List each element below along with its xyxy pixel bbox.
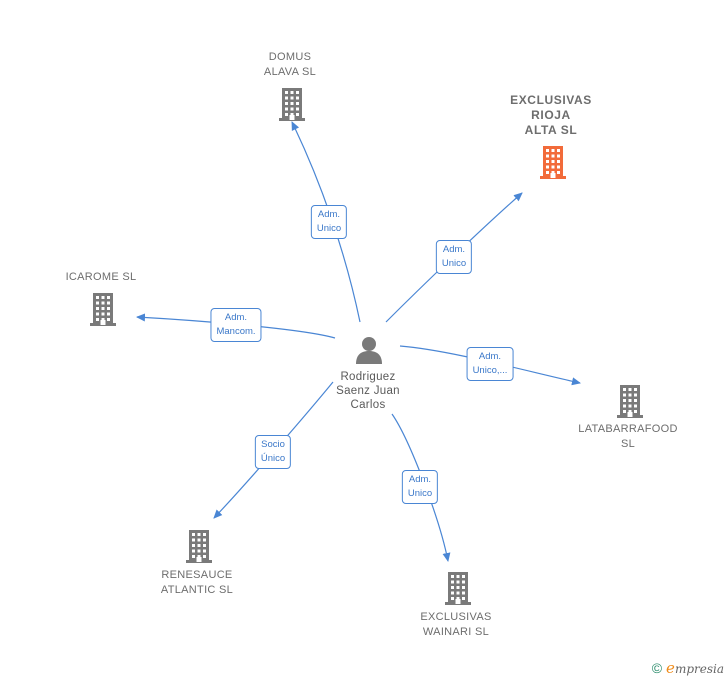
relationship-badge-exclusivas-rioja[interactable]: Adm. Unico: [435, 240, 473, 274]
company-label-renesauce[interactable]: RENESAUCE ATLANTIC SL: [160, 569, 234, 596]
person-icon[interactable]: [353, 334, 385, 366]
relationship-badge-renesauce[interactable]: Socio Único: [254, 435, 292, 469]
building-icon[interactable]: [443, 570, 473, 606]
building-icon[interactable]: [277, 86, 307, 122]
empresia-logo: ©empresia: [652, 659, 724, 677]
company-label-exclusivas-wainari[interactable]: EXCLUSIVAS WAINARI SL: [420, 611, 492, 638]
company-label-icarome[interactable]: ICAROME SL: [65, 271, 137, 283]
center-person-label[interactable]: Rodriguez Saenz Juan Carlos: [336, 371, 400, 411]
company-label-exclusivas-rioja[interactable]: EXCLUSIVAS RIOJA ALTA SL: [510, 93, 592, 137]
brand-initial: e: [666, 659, 675, 677]
building-icon[interactable]: [615, 383, 645, 419]
relationship-badge-domus[interactable]: Adm. Unico: [310, 205, 348, 239]
copyright-symbol: ©: [651, 660, 663, 676]
relationship-badge-exclusivas-wainari[interactable]: Adm. Unico: [401, 470, 439, 504]
building-icon[interactable]: [88, 291, 118, 327]
company-label-domus[interactable]: DOMUS ALAVA SL: [263, 51, 317, 78]
building-icon[interactable]: [538, 144, 568, 180]
company-label-latabarrafood[interactable]: LATABARRAFOOD SL: [578, 423, 678, 450]
relationship-badge-icarome[interactable]: Adm. Mancom.: [210, 308, 262, 342]
building-icon[interactable]: [184, 528, 214, 564]
brand-name: mpresia: [674, 662, 724, 676]
relationship-badge-latabarrafood[interactable]: Adm. Unico,...: [466, 347, 514, 381]
